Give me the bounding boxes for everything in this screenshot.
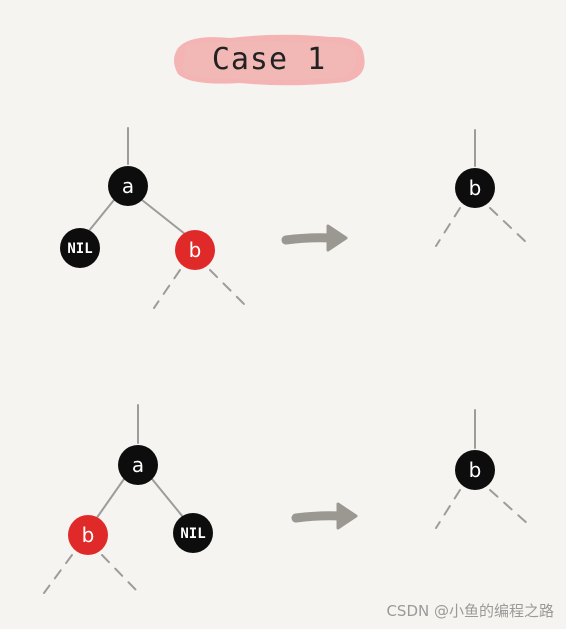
case-1-right-edge xyxy=(141,199,186,235)
case-1-after-subtree-edge-0 xyxy=(435,207,461,247)
case-2-node-right-circle xyxy=(173,513,213,553)
case-2-node-parent-label: a xyxy=(132,453,144,477)
case-1-left-edge xyxy=(87,199,115,233)
case-2-left-edge xyxy=(95,478,125,520)
case-1-node-right-circle xyxy=(175,230,215,270)
case-1-node-after-circle xyxy=(455,168,495,208)
case-2-right-edge xyxy=(151,478,184,518)
case-2-node-left-circle xyxy=(68,515,108,555)
case-2-arrow-shaft xyxy=(291,511,347,523)
case-1-arrow-head xyxy=(326,224,348,252)
case-1-right-subtree-edge-0 xyxy=(153,269,181,309)
case-1-node-after-label: b xyxy=(469,176,482,200)
case-1-node-parent-label: a xyxy=(122,174,134,198)
watermark: CSDN @小鱼的编程之路 xyxy=(386,602,554,620)
case-2-node-right-label: NIL xyxy=(180,526,205,542)
case-2-left-subtree-edge-1 xyxy=(101,554,137,591)
case-2-node-left-label: b xyxy=(82,523,95,547)
case-2-arrow-head xyxy=(336,502,358,530)
title-highlight xyxy=(174,34,365,86)
case-1-node-left-label: NIL xyxy=(67,241,92,257)
case-1-right-subtree-edge-1 xyxy=(209,269,245,305)
case-1-node-right-label: b xyxy=(189,238,202,262)
case-1-after-subtree-edge-1 xyxy=(489,207,529,245)
case-2-after-subtree-edge-0 xyxy=(435,489,461,529)
case-2-after-subtree-edge-1 xyxy=(489,489,529,525)
case-2-node-after-circle xyxy=(455,450,495,490)
case-2-node-parent-circle xyxy=(118,445,158,485)
case-1-node-left-circle xyxy=(60,228,100,268)
case-2-left-subtree-edge-0 xyxy=(43,554,73,594)
page-title: Case 1 xyxy=(211,41,327,77)
case-1-node-parent-circle xyxy=(108,166,148,206)
case-2-node-after-label: b xyxy=(469,458,482,482)
case-1-arrow-shaft xyxy=(281,233,337,245)
title-banner: Case 1 xyxy=(170,30,368,88)
